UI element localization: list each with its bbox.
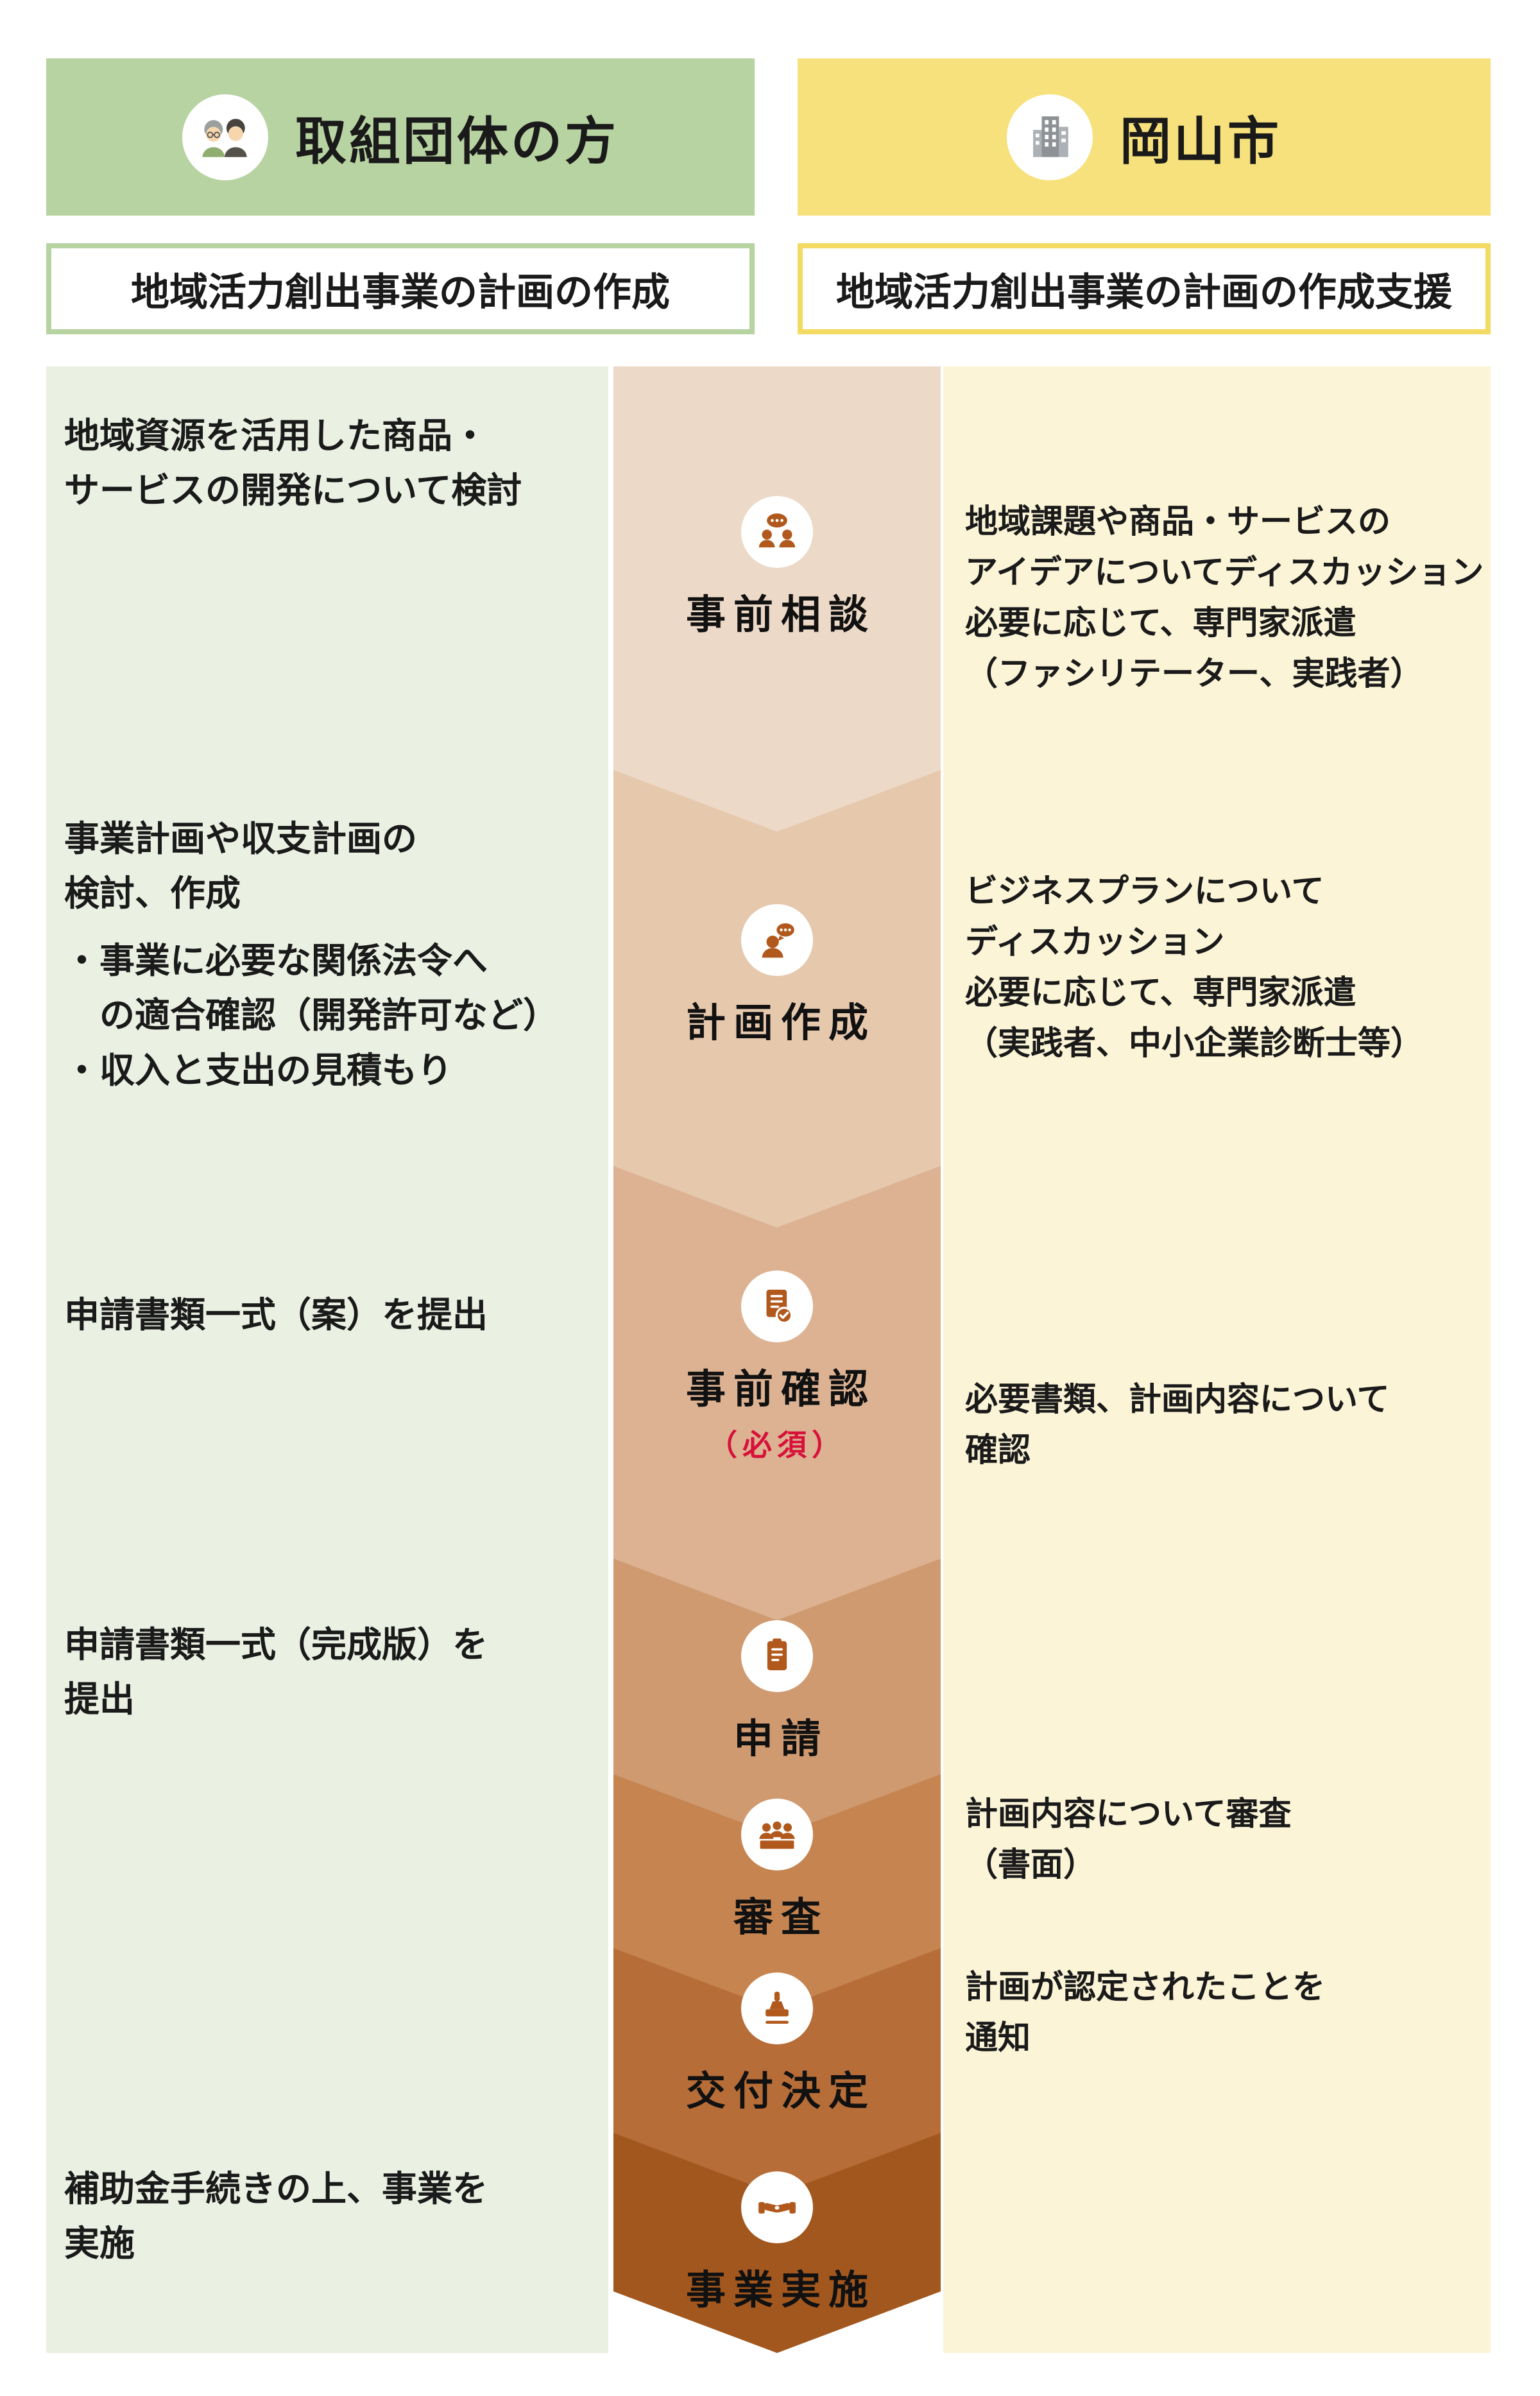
- city-note-5: 計画が認定されたことを 通知: [965, 1969, 1326, 2057]
- city-note-3: 必要書類、計画内容について 確認: [965, 1381, 1390, 1469]
- step-required-badge: （必須）: [708, 1428, 846, 1462]
- step-label-precheck: 事前確認: [685, 1367, 876, 1412]
- flow-step-plan: 計画作成: [613, 904, 941, 1048]
- header-organization: 取組団体の方: [46, 58, 755, 216]
- flow-chevron-point-3: [613, 1559, 941, 1620]
- people-icon: [182, 94, 268, 180]
- flow-step-precheck: 事前確認 （必須）: [613, 1271, 941, 1464]
- consultation-icon: [741, 496, 813, 568]
- flow-chevron-point-2: [613, 1166, 941, 1228]
- org-note-3: 申請書類一式（案）を提出: [64, 1295, 488, 1335]
- header-city: 岡山市: [798, 58, 1491, 216]
- step-label-consultation: 事前相談: [685, 593, 876, 637]
- step-label-grant-decision: 交付決定: [685, 2069, 876, 2114]
- handshake-icon: [741, 2171, 813, 2243]
- header-city-title: 岡山市: [1120, 112, 1281, 170]
- stamp-icon: [741, 1972, 813, 2044]
- building-icon: [1007, 94, 1093, 180]
- process-flow: 事前相談 計画作成: [613, 366, 941, 2353]
- step-label-implementation: 事業実施: [685, 2268, 876, 2313]
- org-note-1: 地域資源を活用した商品・ サービスの開発について検討: [64, 416, 522, 511]
- org-note-2: 事業計画や収支計画の 検討、作成: [64, 819, 418, 914]
- flow-step-review: 審査: [613, 1799, 941, 1942]
- flow-chevron-point-1: [613, 770, 941, 832]
- review-icon: [741, 1799, 813, 1870]
- flow-segment-1: [613, 366, 941, 770]
- header-organization-title: 取組団体の方: [295, 112, 619, 170]
- plan-icon: [741, 904, 813, 976]
- org-note-2-bullets: ・事業に必要な関係法令へ の適合確認（開発許可など） ・収入と支出の見積もり: [64, 941, 559, 1090]
- flow-step-grant-decision: 交付決定: [613, 1972, 941, 2116]
- step-label-plan: 計画作成: [685, 1001, 876, 1045]
- flow-step-implementation: 事業実施: [613, 2171, 941, 2315]
- org-note-4: 申請書類一式（完成版）を 提出: [64, 1625, 488, 1720]
- city-column: 地域課題や商品・サービスの アイデアについてディスカッション 必要に応じて、専門…: [943, 366, 1491, 2353]
- subtitle-organization: 地域活力創出事業の計画の作成: [46, 243, 755, 334]
- document-check-icon: [741, 1271, 813, 1342]
- organization-column: 地域資源を活用した商品・ サービスの開発について検討 事業計画や収支計画の 検討…: [46, 366, 608, 2353]
- flow-segment-3: [613, 1166, 941, 1559]
- subtitle-city: 地域活力創出事業の計画の作成支援: [798, 243, 1491, 334]
- city-note-2: ビジネスプランについて ディスカッション 必要に応じて、専門家派遣 （実践者、中…: [965, 873, 1424, 1062]
- city-note-1: 地域課題や商品・サービスの アイデアについてディスカッション 必要に応じて、専門…: [965, 503, 1484, 692]
- application-icon: [741, 1620, 813, 1692]
- flow-step-consultation: 事前相談: [613, 496, 941, 640]
- org-note-5: 補助金手続きの上、事業を 実施: [64, 2169, 488, 2264]
- city-note-4: 計画内容について審査 （書面）: [965, 1795, 1292, 1883]
- step-label-application: 申請: [733, 1717, 828, 1761]
- step-label-review: 審査: [733, 1895, 828, 1940]
- flow-step-application: 申請: [613, 1620, 941, 1764]
- flow-chevron-point-7: [613, 2291, 941, 2353]
